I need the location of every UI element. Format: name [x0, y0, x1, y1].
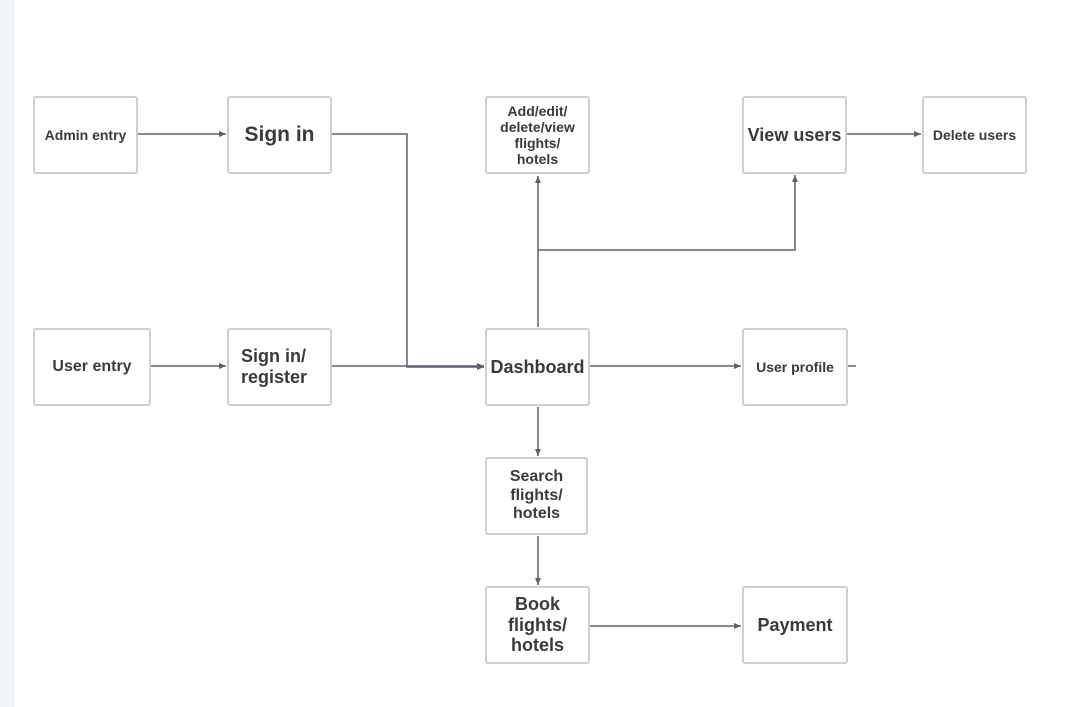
user-profile-node: User profile: [742, 328, 848, 406]
dashboard-node: Dashboard: [485, 328, 590, 406]
sign-in-label: Sign in: [244, 122, 315, 146]
book-flights-hotels-label: Book flights/ hotels: [508, 593, 567, 656]
payment-node: Payment: [742, 586, 848, 664]
sign-in-register-node: Sign in/ register: [227, 328, 332, 406]
user-entry-node: User entry: [33, 328, 151, 406]
add-edit-delete-view-label: Add/edit/ delete/view flights/ hotels: [500, 102, 575, 168]
edge-signin-to-dashboard: [331, 133, 484, 370]
payment-label: Payment: [757, 614, 833, 635]
edge-dashboard-to-view-users: [538, 175, 798, 251]
search-flights-hotels-node: Search flights/ hotels: [485, 457, 588, 535]
search-flights-hotels-label: Search flights/ hotels: [509, 468, 564, 523]
user-entry-label: User entry: [52, 357, 132, 375]
admin-entry-node: Admin entry: [33, 96, 138, 174]
user-profile-label: User profile: [756, 358, 834, 375]
sign-in-node: Sign in: [227, 96, 332, 174]
add-edit-delete-view-node: Add/edit/ delete/view flights/ hotels: [485, 96, 590, 174]
delete-users-label: Delete users: [932, 126, 1017, 143]
sign-in-register-label: Sign in/ register: [241, 346, 308, 387]
admin-entry-label: Admin entry: [44, 126, 127, 143]
dashboard-label: Dashboard: [490, 356, 585, 377]
left-edge-strip: [0, 0, 14, 707]
view-users-node: View users: [742, 96, 847, 174]
view-users-label: View users: [747, 124, 842, 145]
book-flights-hotels-node: Book flights/ hotels: [485, 586, 590, 664]
delete-users-node: Delete users: [922, 96, 1027, 174]
